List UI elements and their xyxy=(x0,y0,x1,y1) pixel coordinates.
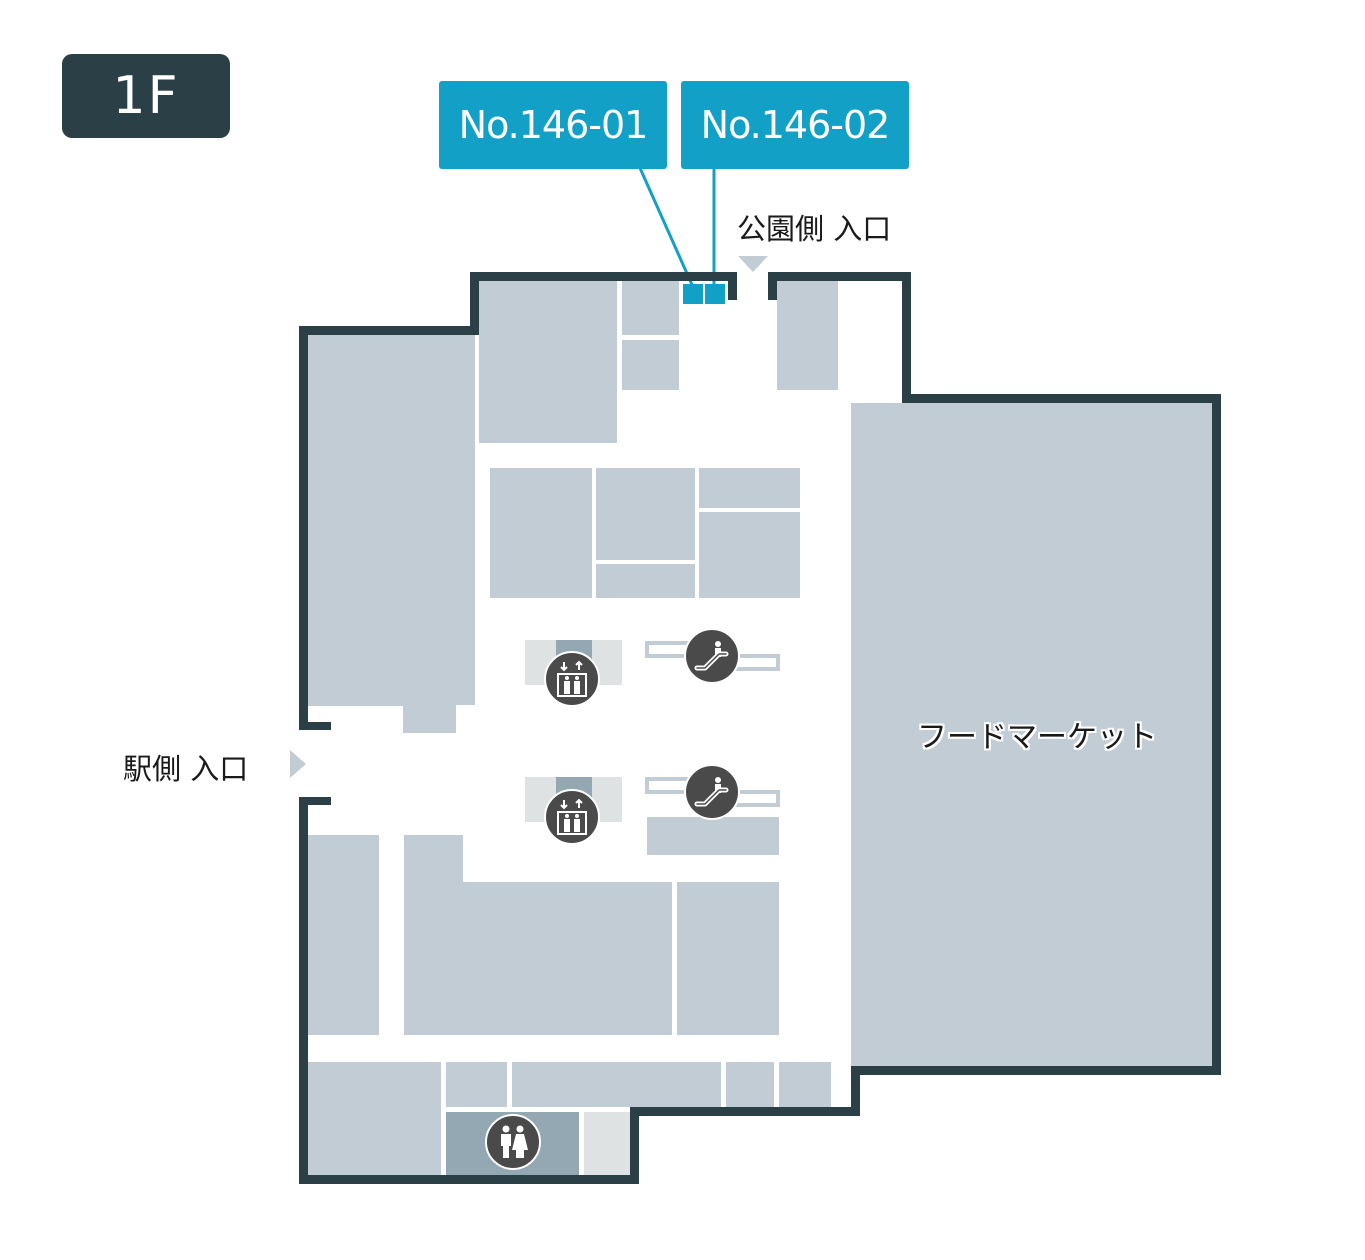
tenant-room[interactable] xyxy=(308,835,379,1035)
station-entrance-label: 駅側 入口 xyxy=(123,752,249,786)
escalator-icon[interactable] xyxy=(684,628,740,684)
food-market-label: フードマーケット xyxy=(917,720,1157,755)
tenant-room[interactable] xyxy=(677,882,779,1035)
station-entrance-arrow-icon xyxy=(290,750,306,778)
tenant-room[interactable] xyxy=(308,1062,441,1175)
park-entrance-label: 公園側 入口 xyxy=(737,212,892,246)
unit-tag-146-01[interactable]: No.146-01 xyxy=(439,81,667,169)
tenant-room[interactable] xyxy=(596,564,695,598)
tenant-room[interactable] xyxy=(622,340,679,390)
floor-badge: 1F xyxy=(62,54,230,138)
tenant-room[interactable] xyxy=(777,281,838,390)
escalator-icon[interactable] xyxy=(684,764,740,820)
tenant-room[interactable] xyxy=(647,817,779,855)
tenant-room[interactable] xyxy=(446,1062,507,1107)
tenant-room[interactable] xyxy=(308,440,456,706)
unit-tag-label: No.146-02 xyxy=(700,103,891,147)
unit-tag-146-02[interactable]: No.146-02 xyxy=(681,81,909,169)
unit-marker-146-02[interactable] xyxy=(705,284,725,304)
elevator-icon[interactable] xyxy=(544,651,600,707)
tenant-room[interactable] xyxy=(479,281,617,443)
floor-label: 1F xyxy=(112,66,180,126)
restroom-icon[interactable] xyxy=(485,1114,541,1170)
tenant-room[interactable] xyxy=(726,1062,774,1107)
tenant-room[interactable] xyxy=(699,512,800,598)
park-entrance-arrow-icon xyxy=(738,256,768,272)
tenant-room[interactable] xyxy=(512,1062,721,1107)
facility-area xyxy=(584,1112,630,1175)
food-market-area[interactable] xyxy=(851,403,1212,1066)
tenant-room[interactable] xyxy=(622,281,679,335)
tenant-room[interactable] xyxy=(490,468,592,598)
tenant-room[interactable] xyxy=(699,468,800,508)
tenant-room[interactable] xyxy=(404,882,672,1035)
unit-marker-146-01[interactable] xyxy=(683,284,703,304)
tenant-room[interactable] xyxy=(596,468,695,560)
unit-tag-label: No.146-01 xyxy=(458,103,649,147)
elevator-icon[interactable] xyxy=(544,789,600,845)
tenant-room[interactable] xyxy=(779,1062,831,1107)
